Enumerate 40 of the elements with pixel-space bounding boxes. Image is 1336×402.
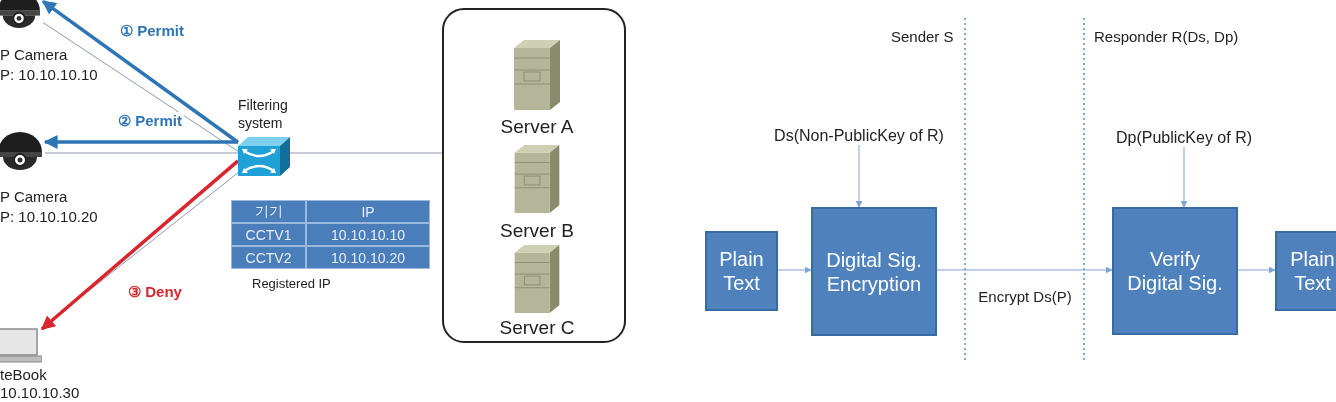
edge-label: ① Permit <box>118 22 186 40</box>
role-label: Responder R(Ds, Dp) <box>1094 28 1239 46</box>
edge-label: ② Permit <box>116 112 184 130</box>
arrow <box>777 266 812 274</box>
table-cell: IP <box>306 200 430 223</box>
table-cell: 10.10.10.10 <box>306 223 430 246</box>
process-box: Verify Digital Sig. <box>1112 207 1238 335</box>
server-group-box <box>442 8 626 343</box>
edge-label: ③ Deny <box>126 283 184 301</box>
process-box: Plain Text <box>1275 231 1336 311</box>
server-label: Server A <box>500 116 574 138</box>
connector-line <box>289 152 443 154</box>
key-label: Ds(Non-PublicKey of R) <box>774 127 944 145</box>
device-label: P: 10.10.10.10 <box>0 66 98 84</box>
device-label: P Camera <box>0 46 68 64</box>
edge-label: Encrypt Ds(P) <box>977 288 1073 306</box>
server-label: Server B <box>500 220 574 242</box>
arrow <box>41 0 240 144</box>
connector-line <box>42 22 239 152</box>
server-label: Server C <box>499 317 575 339</box>
process-box: Digital Sig. Encryption <box>811 207 937 336</box>
key-label: Dp(PublicKey of R) <box>1116 129 1252 147</box>
device-label: P Camera <box>0 188 68 206</box>
arrow <box>936 266 1113 274</box>
role-label: Sender S <box>891 28 954 46</box>
table-cell: 기기 <box>231 200 306 223</box>
device-label: Filtering system <box>238 96 289 132</box>
connector-line <box>44 152 239 154</box>
device-label: 10.10.10.30 <box>0 384 80 402</box>
arrow <box>43 135 238 149</box>
arrow <box>1237 266 1276 274</box>
table-cell: CCTV1 <box>231 223 306 246</box>
process-box: Plain Text <box>705 231 778 311</box>
arrow <box>1180 146 1188 208</box>
table-cell: CCTV2 <box>231 246 306 269</box>
device-label: P: 10.10.10.20 <box>0 208 98 226</box>
table-caption: Registered IP <box>252 275 331 293</box>
table-cell: 10.10.10.20 <box>306 246 430 269</box>
device-label: teBook <box>0 366 47 384</box>
arrow <box>855 144 863 208</box>
